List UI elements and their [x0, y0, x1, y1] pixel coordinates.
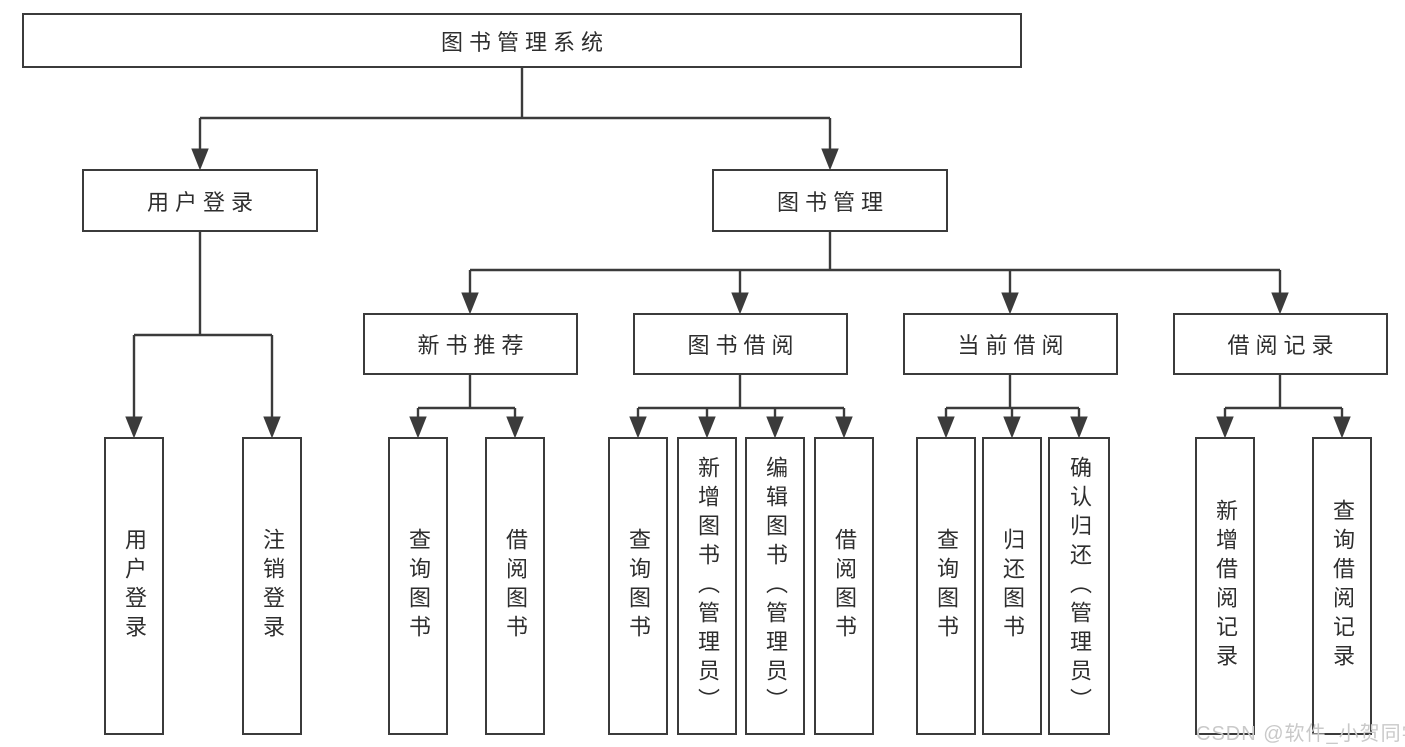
node-leaf-logout: 注销登录	[242, 437, 302, 735]
node-book-management-branch: 图书管理	[712, 169, 948, 232]
node-leaf-borrow-books-recommend: 借阅图书	[485, 437, 545, 735]
node-label: 借阅图书	[503, 528, 528, 644]
node-label: 注销登录	[260, 528, 285, 644]
node-book-borrowing: 图书借阅	[633, 313, 848, 375]
node-label: 查询图书	[406, 528, 431, 644]
node-label: 借阅记录	[1227, 333, 1340, 358]
node-label: 借阅图书	[832, 528, 857, 644]
node-leaf-query-books-current: 查询图书	[916, 437, 976, 735]
node-leaf-edit-book-admin: 编辑图书（管理员）	[745, 437, 805, 735]
node-leaf-add-borrow-record: 新增借阅记录	[1195, 437, 1255, 735]
node-borrow-records: 借阅记录	[1173, 313, 1388, 375]
node-leaf-query-books-borrowing: 查询图书	[608, 437, 668, 735]
node-user-login-branch: 用户登录	[82, 169, 318, 232]
node-label: 用户登录	[122, 528, 147, 644]
csdn-watermark: CSDN @软件_小贺同学	[1196, 723, 1405, 745]
node-label: 图书管理	[776, 189, 889, 215]
node-current-borrowing: 当前借阅	[903, 313, 1118, 375]
node-label: 图书借阅	[687, 333, 800, 358]
node-leaf-user-login: 用户登录	[104, 437, 164, 735]
node-leaf-confirm-return-admin: 确认归还（管理员）	[1048, 437, 1110, 735]
node-label: 用户登录	[146, 189, 259, 215]
node-leaf-query-books-recommend: 查询图书	[388, 437, 448, 735]
node-label: 确认归还（管理员）	[1067, 455, 1092, 717]
node-leaf-return-book: 归还图书	[982, 437, 1042, 735]
node-label: 查询图书	[934, 528, 959, 644]
node-label: 图书管理系统	[440, 29, 609, 55]
node-label: 新增借阅记录	[1213, 499, 1238, 673]
node-label: 查询图书	[626, 528, 651, 644]
node-leaf-borrow-books: 借阅图书	[814, 437, 874, 735]
node-label: 新增图书（管理员）	[695, 455, 720, 717]
node-new-book-recommend: 新书推荐	[363, 313, 578, 375]
node-leaf-add-book-admin: 新增图书（管理员）	[677, 437, 737, 735]
node-root: 图书管理系统	[22, 13, 1022, 68]
node-label: 编辑图书（管理员）	[763, 455, 788, 717]
node-label: 新书推荐	[417, 333, 530, 358]
node-leaf-query-borrow-record: 查询借阅记录	[1312, 437, 1372, 735]
node-label: 归还图书	[1000, 528, 1025, 644]
node-label: 查询借阅记录	[1330, 499, 1355, 673]
node-label: 当前借阅	[957, 333, 1070, 358]
